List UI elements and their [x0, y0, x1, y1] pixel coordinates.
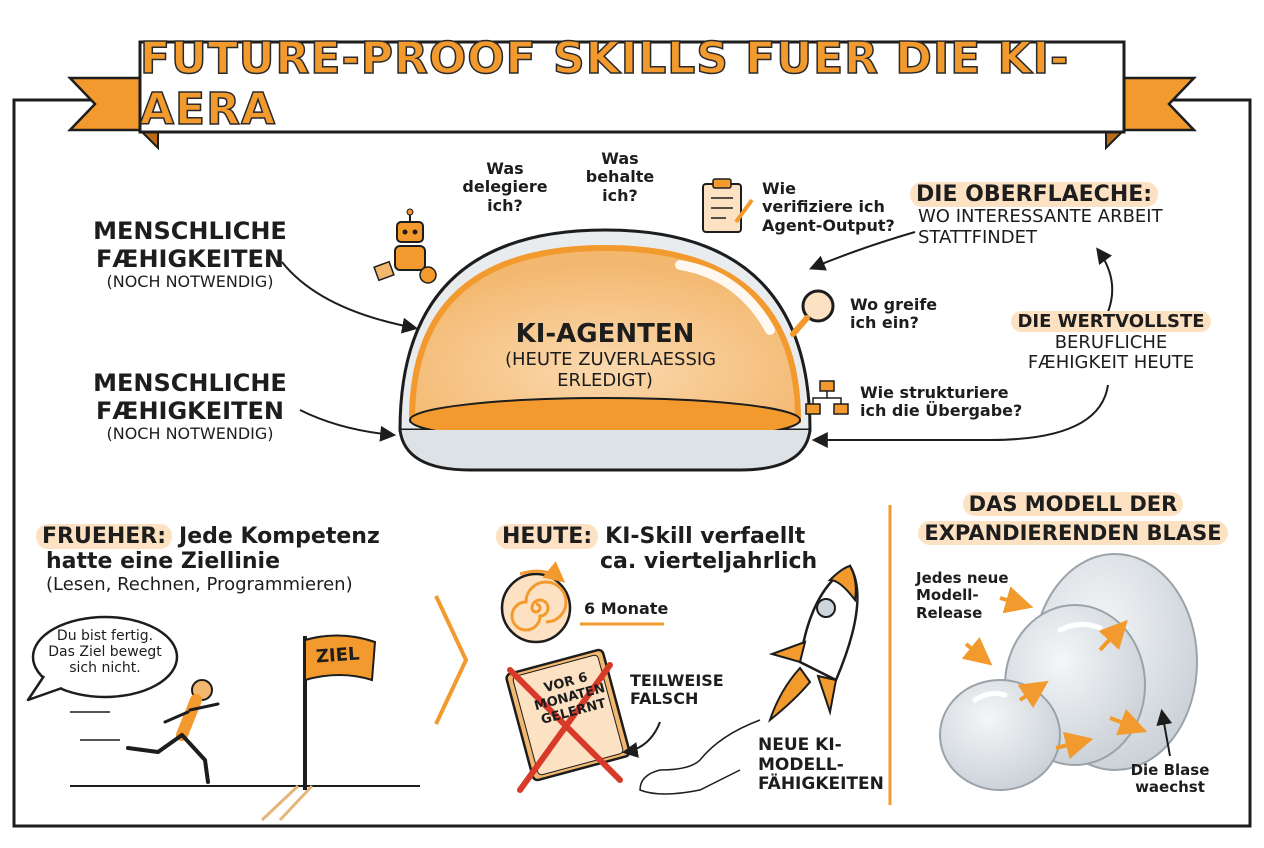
chevron-divider	[434, 595, 469, 725]
rocket-label: NEUE KI- MODELL- FÄHIGKEITEN	[758, 735, 884, 795]
question-intervene-line2: ich ein?	[850, 313, 919, 333]
grows-line1: Die Blase	[1130, 761, 1210, 779]
past-block: FRUEHER: Jede Kompetenz hatte eine Ziell…	[36, 524, 380, 595]
past-line3: (Lesen, Rechnen, Programmieren)	[46, 573, 353, 595]
question-handover: Wie strukturiere ich die Übergabe?	[860, 383, 1023, 421]
arrow-left-lower	[299, 409, 397, 442]
left-label-lower-line2: FÆHIGKEITEN	[96, 396, 284, 425]
left-label-lower: MENSCHLICHE FÆHIGKEITEN (NOCH NOTWENDIG)	[90, 369, 290, 444]
rocket-icon	[639, 564, 859, 795]
question-verify: Wie verifiziere ich Agent-Output?	[762, 179, 895, 235]
dome-sub-line1: (HEUTE ZUVERLAESSIG	[505, 348, 717, 370]
title-ribbon	[67, 40, 1197, 151]
rocket-line3: FÄHIGKEITEN	[758, 774, 884, 795]
valuable-block: DIE WERTVOLLSTE BERUFLICHE FÆHIGKEIT HEU…	[1006, 311, 1216, 374]
surface-line1: WO INTERESSANTE ARBEIT	[918, 206, 1163, 228]
magnifier-icon	[790, 289, 835, 337]
left-label-upper: MENSCHLICHE FÆHIGKEITEN (NOCH NOTWENDIG)	[90, 217, 290, 292]
release-label: Jedes neue Modell- Release	[916, 569, 1009, 622]
wrong-label: TEILWEISE FALSCH	[630, 671, 724, 709]
question-delegate-line3: ich?	[487, 195, 523, 215]
question-keep: Was behalte ich?	[570, 149, 670, 205]
surface-heading: DIE OBERFLAECHE:	[910, 182, 1159, 207]
dome-label: KI-AGENTEN (HEUTE ZUVERLAESSIG ERLEDIGT)	[505, 319, 717, 391]
today-line2: ca. vierteljahrlich	[600, 549, 818, 575]
past-label: FRUEHER:	[36, 524, 173, 549]
arrow-valuable-to-dome	[811, 384, 1109, 448]
today-line1: KI-Skill verfaellt	[605, 524, 806, 549]
rocket-line2: MODELL-	[758, 754, 844, 775]
left-label-upper-line3: (NOCH NOTWENDIG)	[106, 272, 274, 292]
bubble-heading-line1: DAS MODELL DER	[962, 492, 1184, 516]
speech-bubble-line3: sich nicht.	[69, 660, 141, 677]
past-line2: hatte eine Ziellinie	[46, 549, 280, 575]
question-verify-line2: verifiziere ich	[762, 197, 885, 217]
dome-heading: KI-AGENTEN	[515, 319, 695, 349]
robot-icon	[373, 208, 437, 284]
release-line2: Modell-	[916, 586, 979, 605]
notebook-icon	[505, 648, 631, 793]
speech-bubble	[26, 615, 179, 702]
left-label-upper-line1: MENSCHLICHE	[93, 217, 287, 245]
wrong-line2: FALSCH	[630, 689, 699, 709]
valuable-line1: BERUFLICHE	[1054, 331, 1168, 353]
today-label: HEUTE:	[496, 524, 599, 549]
bubble-icon	[939, 553, 1198, 791]
left-label-upper-line2: FÆHIGKEITEN	[96, 244, 284, 273]
speech-bubble-line2: Das Ziel bewegt	[48, 644, 162, 661]
question-verify-line1: Wie	[762, 179, 796, 198]
flowchart-icon	[805, 380, 849, 415]
grows-label: Die Blase waechst	[1120, 761, 1220, 797]
question-handover-line1: Wie strukturiere	[860, 383, 1009, 402]
question-verify-line3: Agent-Output?	[762, 215, 895, 235]
question-keep-line2: behalte	[585, 167, 655, 187]
valuable-line2: FÆHIGKEIT HEUTE	[1027, 352, 1195, 374]
wrong-line1: TEILWEISE	[630, 671, 724, 690]
speech-bubble-text: Du bist fertig. Das Ziel bewegt sich nic…	[40, 628, 170, 676]
speech-bubble-line1: Du bist fertig.	[56, 628, 154, 644]
past-line1: Jede Kompetenz	[179, 524, 380, 549]
months-label: 6 Monate	[584, 599, 669, 618]
bubble-model-heading: DAS MODELL DER EXPANDIERENDEN BLASE	[908, 490, 1238, 549]
spiral-clock-icon	[500, 561, 572, 644]
left-label-lower-line3: (NOCH NOTWENDIG)	[106, 424, 274, 444]
dome-sub-line2: ERLEDIGT)	[557, 369, 653, 391]
arrow-valuable-to-surface	[1096, 247, 1114, 313]
question-delegate-line2: delegiere	[462, 177, 548, 197]
left-label-lower-line1: MENSCHLICHE	[93, 369, 287, 397]
question-intervene-line1: Wo greife	[850, 295, 938, 314]
runner-icon	[70, 679, 220, 784]
release-line1: Jedes neue	[916, 569, 1009, 587]
clipboard-icon	[702, 178, 754, 233]
bubble-heading-line2: EXPANDIERENDEN BLASE	[918, 521, 1228, 546]
question-keep-line1: Was	[601, 149, 639, 168]
surface-block: DIE OBERFLAECHE: WO INTERESSANTE ARBEIT …	[910, 182, 1163, 249]
grows-line2: waechst	[1135, 778, 1205, 797]
surface-line2: STATTFINDET	[918, 226, 1037, 248]
arrow-wrong	[621, 721, 661, 758]
today-block: HEUTE: KI-Skill verfaellt ca. vierteljah…	[496, 524, 817, 575]
question-delegate-line1: Was	[486, 159, 524, 178]
arrow-left-upper	[281, 261, 419, 334]
flag-label: ZIEL	[315, 643, 361, 668]
question-keep-line3: ich?	[602, 185, 638, 205]
valuable-heading: DIE WERTVOLLSTE	[1011, 311, 1211, 332]
finish-path	[260, 784, 314, 822]
question-delegate: Was delegiere ich?	[455, 159, 555, 215]
rocket-line1: NEUE KI-	[758, 735, 842, 755]
page-title: FUTURE-PROOF SKILLS FUER DIE KI-AERA	[139, 32, 1070, 136]
arrow-surface-to-verify	[809, 231, 916, 271]
release-line3: Release	[916, 603, 983, 622]
question-handover-line2: ich die Übergabe?	[860, 401, 1023, 421]
dome-graphic	[398, 228, 812, 472]
question-intervene: Wo greife ich ein?	[850, 295, 938, 333]
flag-icon	[303, 634, 377, 790]
